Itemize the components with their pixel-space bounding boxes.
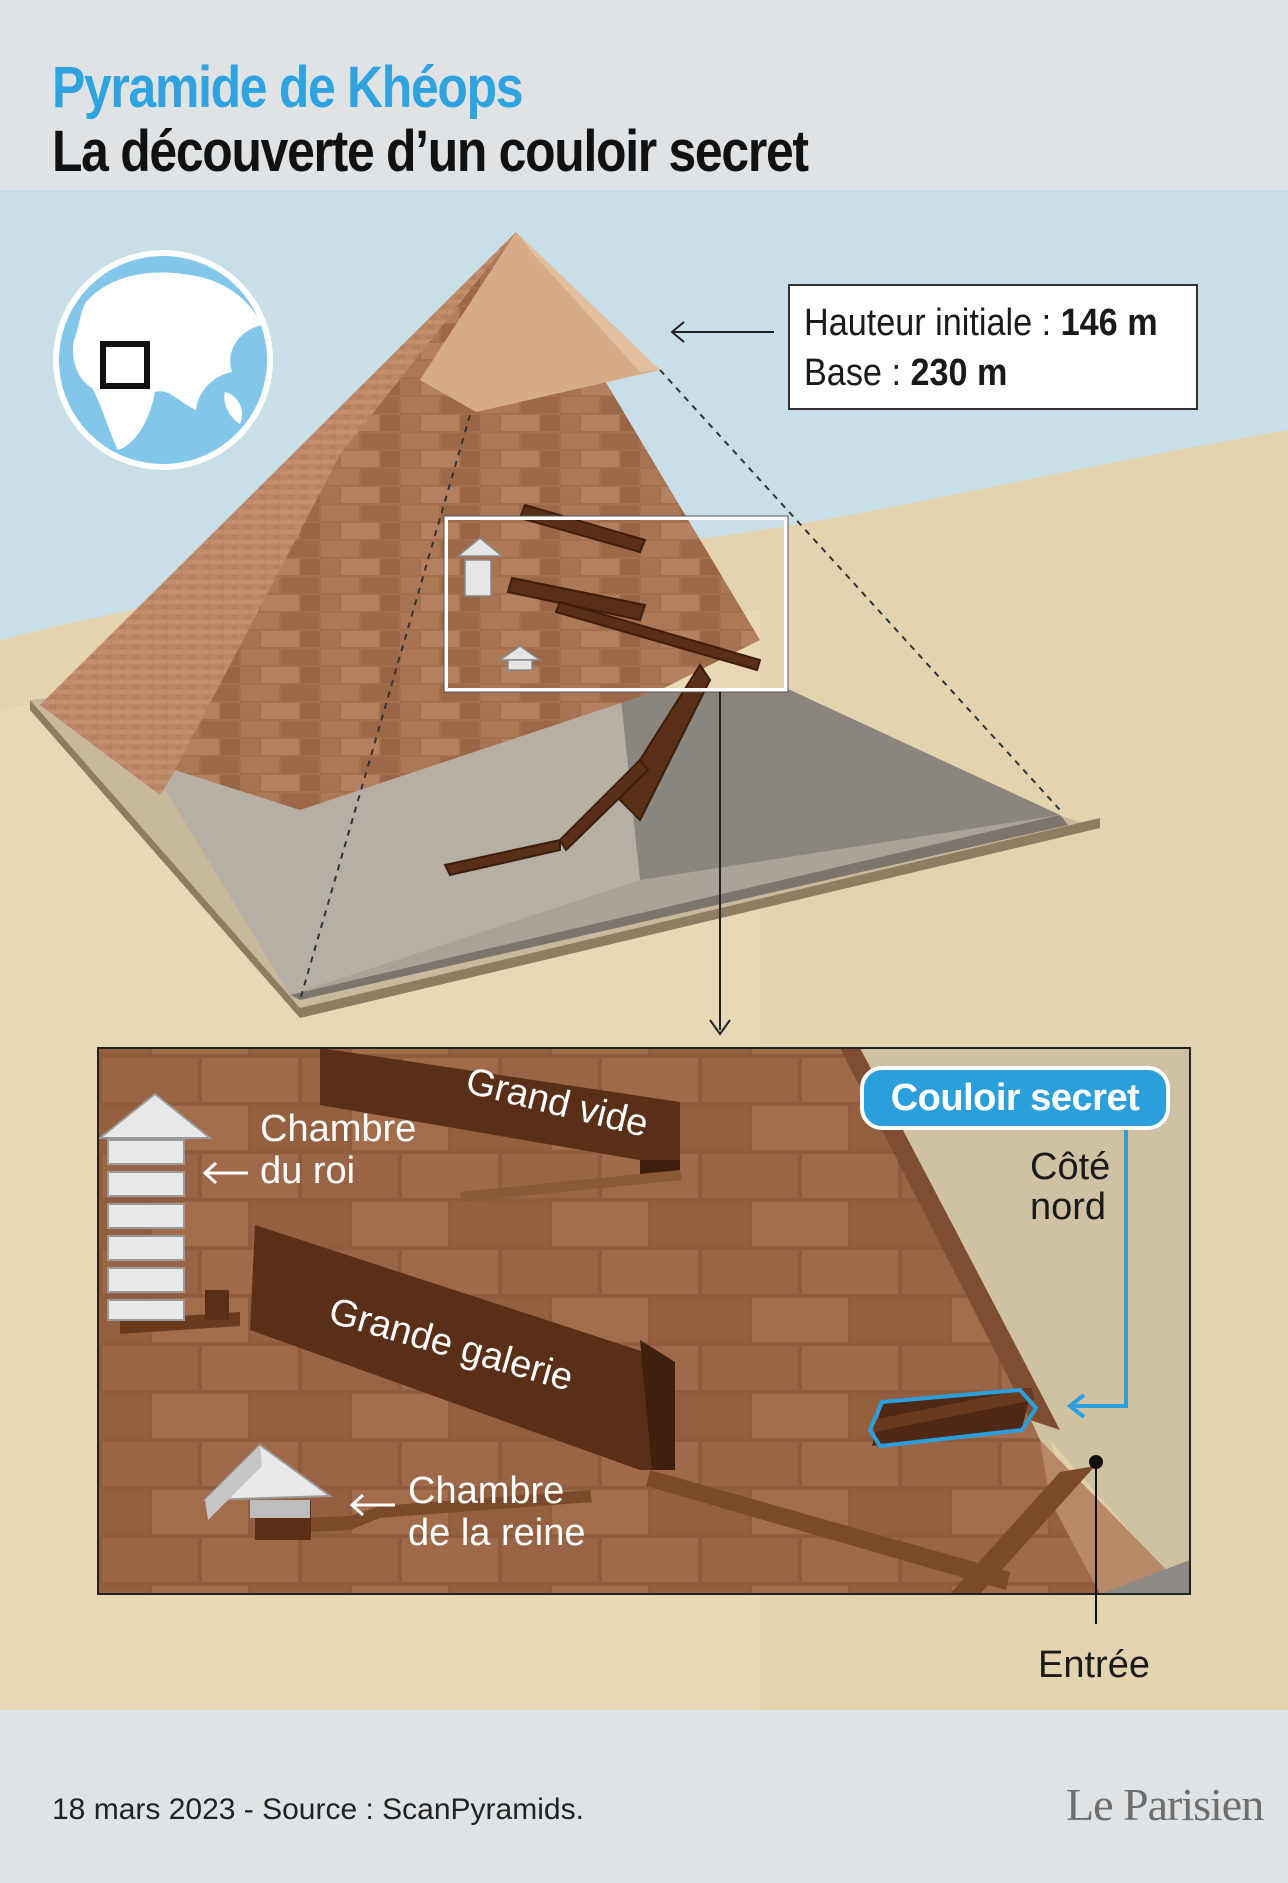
base-line: Base : 230 m: [804, 348, 1157, 398]
corridor-system: [443, 503, 762, 877]
arrow-down-icon: [709, 692, 731, 1036]
grande-galerie-shape: [250, 1225, 675, 1470]
entree-marker: [1089, 1455, 1103, 1624]
globe-icon: [53, 250, 273, 470]
chambre-reine-label-line2: de la reine: [408, 1512, 586, 1554]
pyramid-left-face: [40, 232, 516, 795]
page-subtitle: La découverte d’un couloir secret: [52, 119, 809, 184]
height-value: 146 m: [1060, 302, 1158, 344]
grand-vide-shape: [320, 1048, 680, 1160]
zoom-selection: [444, 516, 788, 692]
height-line: Hauteur initiale : 146 m: [804, 298, 1158, 348]
page-title: Pyramide de Khéops: [52, 55, 523, 120]
chambre-roi-label-line1: Chambre: [260, 1108, 417, 1150]
chambre-roi-shape: [98, 1092, 213, 1321]
cote-nord-label-line1: Côté: [1030, 1146, 1111, 1188]
height-label: Hauteur initiale :: [804, 302, 1061, 344]
cote-nord-label-line2: nord: [1030, 1186, 1107, 1228]
zoom-panel: [98, 1048, 1190, 1594]
dimensions-box: Hauteur initiale : 146 m Base : 230 m: [788, 284, 1198, 410]
le-parisien-logo: Le Parisien: [1066, 1779, 1264, 1830]
footer-band: [0, 1710, 1288, 1883]
base-label: Base :: [804, 352, 911, 394]
entree-label: Entrée: [1038, 1644, 1150, 1686]
chambre-roi-label-line2: du roi: [260, 1150, 356, 1192]
arrow-left-icon: [670, 321, 774, 343]
source-credit: 18 mars 2023 - Source : ScanPyramids.: [52, 1793, 584, 1826]
guide-lines: [299, 369, 1061, 1001]
base-value: 230 m: [910, 352, 1008, 394]
pyramid-capstone: [420, 232, 660, 412]
chambre-reine-label-line1: Chambre: [408, 1470, 565, 1512]
location-marker: [100, 341, 150, 389]
chambre-reine-shape: [202, 1443, 333, 1520]
couloir-secret-connector: [1066, 1124, 1128, 1419]
couloir-secret-badge: Couloir secret: [860, 1066, 1170, 1130]
